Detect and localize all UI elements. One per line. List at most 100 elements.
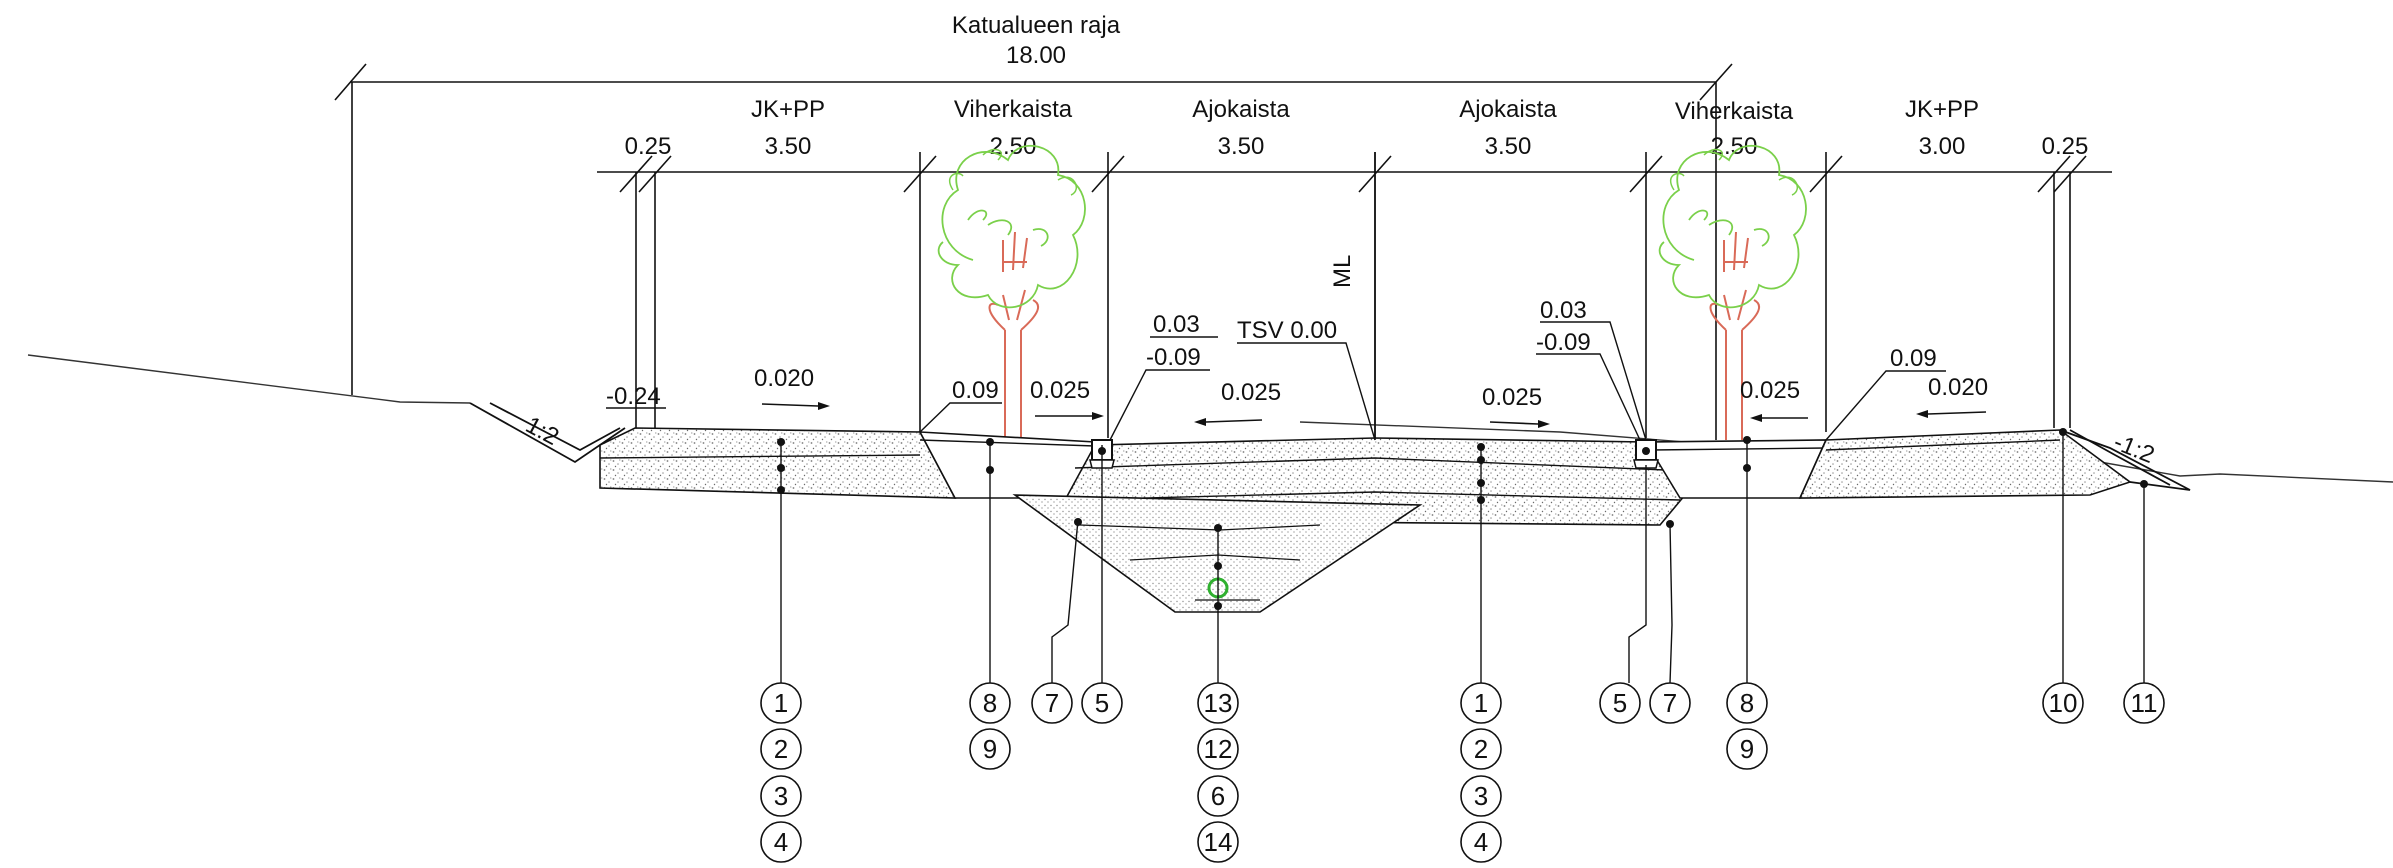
callout-number: 11 xyxy=(2131,688,2158,718)
callout-bubble xyxy=(969,682,1011,724)
curb-right-leader-top xyxy=(1540,321,1647,441)
callout-bubble xyxy=(1460,775,1502,817)
lane-name-5: Viherkaista xyxy=(1675,98,1794,125)
green-left-height: 0.09 xyxy=(952,377,999,404)
callout-bubble xyxy=(1726,728,1768,770)
callout-number: 4 xyxy=(1474,827,1488,857)
curb-left-top: 0.03 xyxy=(1153,311,1200,338)
callout-bubble xyxy=(1460,728,1502,770)
callout-number: 3 xyxy=(1474,781,1488,811)
lane-width-4: 3.50 xyxy=(1485,133,1532,160)
tree-icon xyxy=(937,144,1086,440)
callout-number: 2 xyxy=(774,734,788,764)
callout-number: 1 xyxy=(774,688,788,718)
layer-line xyxy=(1069,491,1681,501)
layer-line xyxy=(599,454,921,459)
lane-name-1: JK+PP xyxy=(751,96,825,123)
callout-bubble xyxy=(1081,682,1123,724)
callout-dots xyxy=(777,428,2148,610)
lane-dimension-line xyxy=(597,152,2112,440)
curb-right-leader-bottom xyxy=(1536,353,1641,441)
slope-sidewalk-left: 0.020 xyxy=(754,365,830,410)
callout-bubbles xyxy=(760,682,2165,863)
svg-text:0.025: 0.025 xyxy=(1221,379,1281,406)
edge-width-right: 0.25 xyxy=(2042,133,2089,160)
slope-lane-left: 0.025 xyxy=(1194,379,1281,426)
callout-number: 13 xyxy=(1204,688,1233,718)
callout-bubble xyxy=(1031,682,1073,724)
callout-leaders xyxy=(780,432,2145,684)
lane-name-6: JK+PP xyxy=(1905,96,1979,123)
callout-numbers: 1 2 3 4 8 9 7 5 13 12 6 14 1 2 3 4 5 7 8… xyxy=(774,688,2158,857)
svg-text:0.020: 0.020 xyxy=(754,365,814,392)
callout-bubble xyxy=(1197,728,1239,770)
callout-bubble xyxy=(1726,682,1768,724)
callout-bubble xyxy=(1599,682,1641,724)
right-slope-ratio: -1:2 xyxy=(2110,429,2158,470)
sidewalk-right-layers xyxy=(1798,429,2132,499)
slope-green-right: 0.025 xyxy=(1740,377,1808,422)
callout-number: 9 xyxy=(1740,734,1754,764)
callout-number: 3 xyxy=(774,781,788,811)
callout-number: 8 xyxy=(983,688,997,718)
callout-number: 14 xyxy=(1204,827,1233,857)
lane-name-4: Ajokaista xyxy=(1459,96,1557,123)
overall-dimension-line xyxy=(334,63,1733,440)
callout-bubble xyxy=(1197,775,1239,817)
slope-green-left: 0.025 xyxy=(1030,377,1104,420)
sidewalk-left-layers xyxy=(599,427,957,499)
svg-text:0.025: 0.025 xyxy=(1030,377,1090,404)
tsv-leader xyxy=(1237,342,1376,441)
layer-line xyxy=(919,439,1096,447)
callout-number: 10 xyxy=(2049,688,2078,718)
curb-right-top: 0.03 xyxy=(1540,297,1587,324)
callout-bubble xyxy=(760,682,802,724)
callout-bubble xyxy=(2123,682,2165,724)
callout-number: 7 xyxy=(1663,688,1677,718)
edge-width-left: 0.25 xyxy=(625,133,672,160)
callout-number: 4 xyxy=(774,827,788,857)
left-ditch xyxy=(469,402,626,464)
callout-number: 8 xyxy=(1740,688,1754,718)
left-slope-ratio: 1:2 xyxy=(521,411,563,451)
callout-bubble xyxy=(760,821,802,863)
callout-number: 5 xyxy=(1613,688,1627,718)
right-ditch xyxy=(2059,429,2191,491)
callout-bubble xyxy=(969,728,1011,770)
tsv-label: TSV 0.00 xyxy=(1237,317,1337,344)
callout-number: 2 xyxy=(1474,734,1488,764)
callout-bubble xyxy=(1649,682,1691,724)
curb-left-bottom: -0.09 xyxy=(1146,344,1201,371)
lane-name-3: Ajokaista xyxy=(1192,96,1290,123)
callout-number: 1 xyxy=(1474,688,1488,718)
callout-number: 7 xyxy=(1045,688,1059,718)
callout-number: 6 xyxy=(1211,781,1225,811)
slope-lane-right: 0.025 xyxy=(1482,384,1550,428)
lane-width-6: 3.00 xyxy=(1919,133,1966,160)
curb-right-bottom: -0.09 xyxy=(1536,329,1591,356)
layer-line xyxy=(1074,457,1666,471)
callout-bubble xyxy=(760,775,802,817)
svg-text:0.020: 0.020 xyxy=(1928,374,1988,401)
tree-icon xyxy=(1658,144,1807,440)
green-right-height: 0.09 xyxy=(1890,345,1937,372)
layer-line xyxy=(1649,447,1827,451)
lane-name-2: Viherkaista xyxy=(954,96,1073,123)
green-left-leader xyxy=(919,402,1002,433)
callout-bubble xyxy=(1197,821,1239,863)
callout-number: 9 xyxy=(983,734,997,764)
callout-bubble xyxy=(1460,821,1502,863)
callout-number: 12 xyxy=(1204,734,1233,764)
boundary-width: 18.00 xyxy=(1006,42,1066,69)
lane-width-1: 3.50 xyxy=(765,133,812,160)
svg-text:0.025: 0.025 xyxy=(1740,377,1800,404)
lane-width-3: 3.50 xyxy=(1218,133,1265,160)
callout-bubble xyxy=(1460,682,1502,724)
slope-sidewalk-right: 0.020 xyxy=(1916,374,1988,418)
curb-left-leader xyxy=(1109,369,1210,441)
callout-number: 5 xyxy=(1095,688,1109,718)
callout-bubble xyxy=(760,728,802,770)
left-low-label: -0.24 xyxy=(606,383,661,410)
callout-bubble xyxy=(1197,682,1239,724)
